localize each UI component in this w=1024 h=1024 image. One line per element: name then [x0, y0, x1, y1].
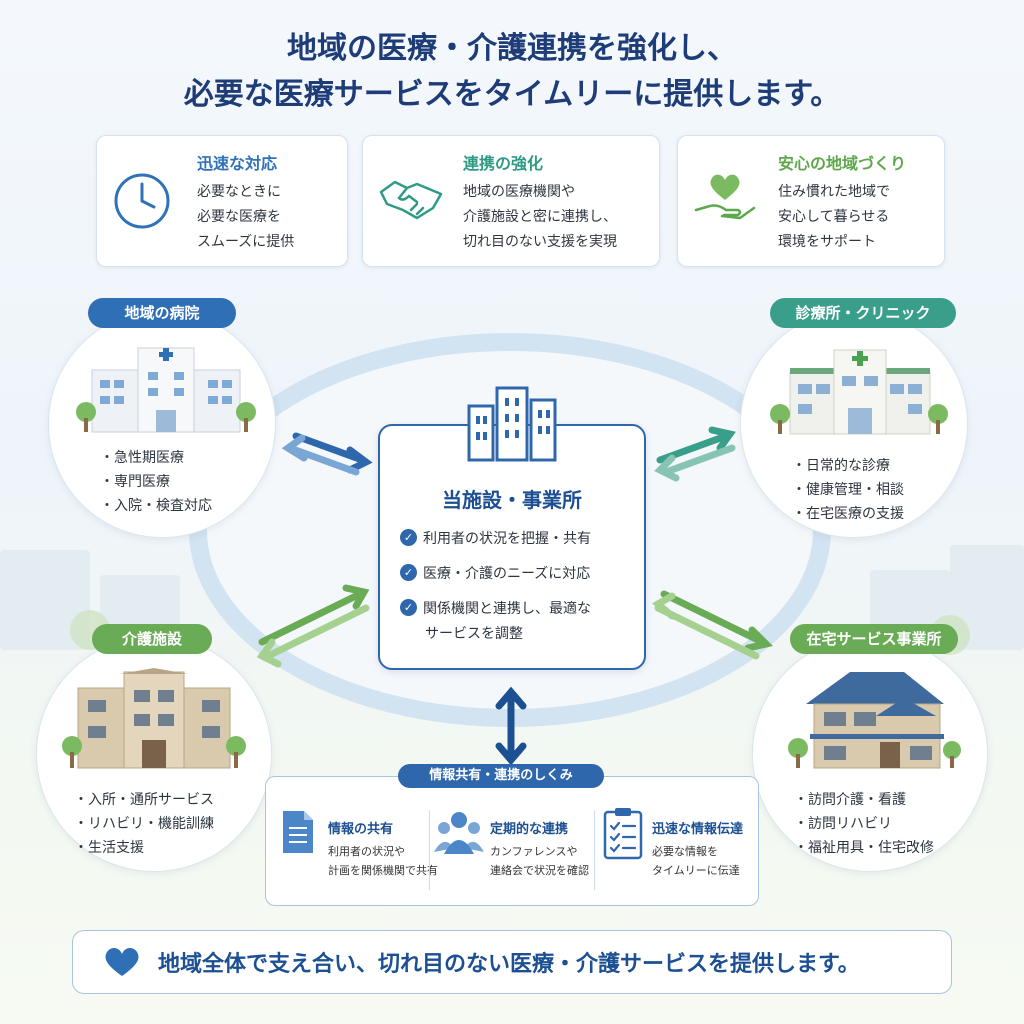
arrow-info	[495, 686, 527, 766]
arrow-care	[256, 584, 370, 668]
heart-hand-icon	[694, 174, 756, 220]
hospital-bullets: ・急性期医療 ・専門医療 ・入院・検査対応	[100, 446, 212, 518]
heart-icon	[105, 948, 139, 976]
arrow-hospital	[281, 432, 373, 476]
info-item-title: 迅速な情報伝達	[652, 822, 744, 837]
title-line-1: 地域の医療・介護連携を強化し、	[287, 31, 737, 66]
title-line-2: 必要な医療サービスをタイムリーに提供します。	[183, 77, 841, 112]
care-facility-label: 介護施設	[92, 624, 212, 654]
list-item: ・日常的な診療	[792, 458, 890, 474]
list-item: ・在宅医療の支援	[792, 506, 904, 522]
list-item: ・急性期医療	[100, 450, 184, 466]
office-building-icon	[467, 386, 557, 462]
feature-card-community: 安心の地域づくり 住み慣れた地域で 安心して暮らせる 環境をサポート	[677, 135, 945, 267]
check-icon: ✓	[400, 599, 417, 616]
feature-title: 迅速な対応	[197, 154, 278, 173]
feature-title: 連携の強化	[463, 154, 544, 173]
feature-card-cooperation: 連携の強化 地域の医療機関や 介護施設と密に連携し、 切れ目のない支援を実現	[362, 135, 660, 267]
info-item-title: 情報の共有	[328, 822, 394, 837]
checklist-icon	[603, 808, 643, 860]
home-service-label: 在宅サービス事業所	[790, 624, 958, 654]
care-facility-bullets: ・入所・通所サービス ・リハビリ・機能訓練 ・生活支援	[74, 788, 214, 860]
center-check-item: ✓利用者の状況を把握・共有	[400, 527, 591, 551]
home-building-icon	[788, 672, 961, 769]
list-item: ・入院・検査対応	[100, 498, 212, 514]
check-icon: ✓	[400, 529, 417, 546]
center-check-item: ✓関係機関と連携し、最適な	[400, 597, 591, 621]
info-item-text: 必要な情報を タイムリーに伝達	[652, 845, 740, 877]
center-check-item: ✓医療・介護のニーズに対応	[400, 562, 590, 586]
clock-icon	[114, 173, 170, 229]
info-item-text: カンファレンスや 連絡会で状況を確認	[490, 845, 589, 877]
feature-card-speed: 迅速な対応 必要なときに 必要な医療を スムーズに提供	[96, 135, 348, 267]
list-item: ・訪問介護・看護	[794, 792, 906, 808]
home-service-bullets: ・訪問介護・看護 ・訪問リハビリ ・福祉用具・住宅改修	[794, 788, 934, 860]
feature-text: 住み慣れた地域で 安心して暮らせる 環境をサポート	[778, 184, 890, 250]
check-icon: ✓	[400, 564, 417, 581]
clinic-label: 診療所・クリニック	[770, 298, 956, 328]
center-check-continuation: サービスを調整	[425, 626, 523, 642]
feature-title: 安心の地域づくり	[778, 154, 907, 173]
info-divider	[429, 810, 430, 890]
clinic-building-icon	[770, 349, 948, 435]
list-item: ・リハビリ・機能訓練	[74, 816, 214, 832]
list-item: ・生活支援	[74, 840, 144, 856]
care-facility-building-icon	[62, 668, 246, 769]
footer-banner	[72, 930, 952, 994]
clinic-bullets: ・日常的な診療 ・健康管理・相談 ・在宅医療の支援	[792, 454, 904, 526]
footer-text: 地域全体で支え合い、切れ目のない医療・介護サービスを提供します。	[158, 952, 860, 977]
info-sharing-box	[265, 776, 759, 906]
arrow-home	[651, 590, 773, 660]
info-sharing-label: 情報共有・連携のしくみ	[398, 764, 604, 788]
list-item: ・福祉用具・住宅改修	[794, 840, 934, 856]
list-item: ・訪問リハビリ	[794, 816, 892, 832]
background-scenery	[0, 530, 1024, 670]
info-divider	[594, 810, 595, 890]
people-icon	[434, 812, 484, 854]
hospital-label: 地域の病院	[88, 298, 236, 328]
center-title: 当施設・事業所	[442, 488, 582, 512]
hospital-building-icon	[76, 347, 256, 433]
list-item: ・専門医療	[100, 474, 170, 490]
handshake-icon	[379, 180, 443, 220]
feature-text: 地域の医療機関や 介護施設と密に連携し、 切れ目のない支援を実現	[463, 184, 617, 250]
arrow-clinic	[654, 426, 736, 482]
center-facility-box	[378, 424, 646, 670]
info-item-title: 定期的な連携	[490, 822, 569, 837]
document-icon	[283, 811, 313, 853]
list-item: ・健康管理・相談	[792, 482, 904, 498]
info-item-text: 利用者の状況や 計画を関係機関で共有	[328, 845, 438, 877]
page-title: 地域の医療・介護連携を強化し、 必要な医療サービスをタイムリーに提供します。	[0, 26, 1024, 118]
list-item: ・入所・通所サービス	[74, 792, 214, 808]
feature-text: 必要なときに 必要な医療を スムーズに提供	[197, 184, 295, 250]
